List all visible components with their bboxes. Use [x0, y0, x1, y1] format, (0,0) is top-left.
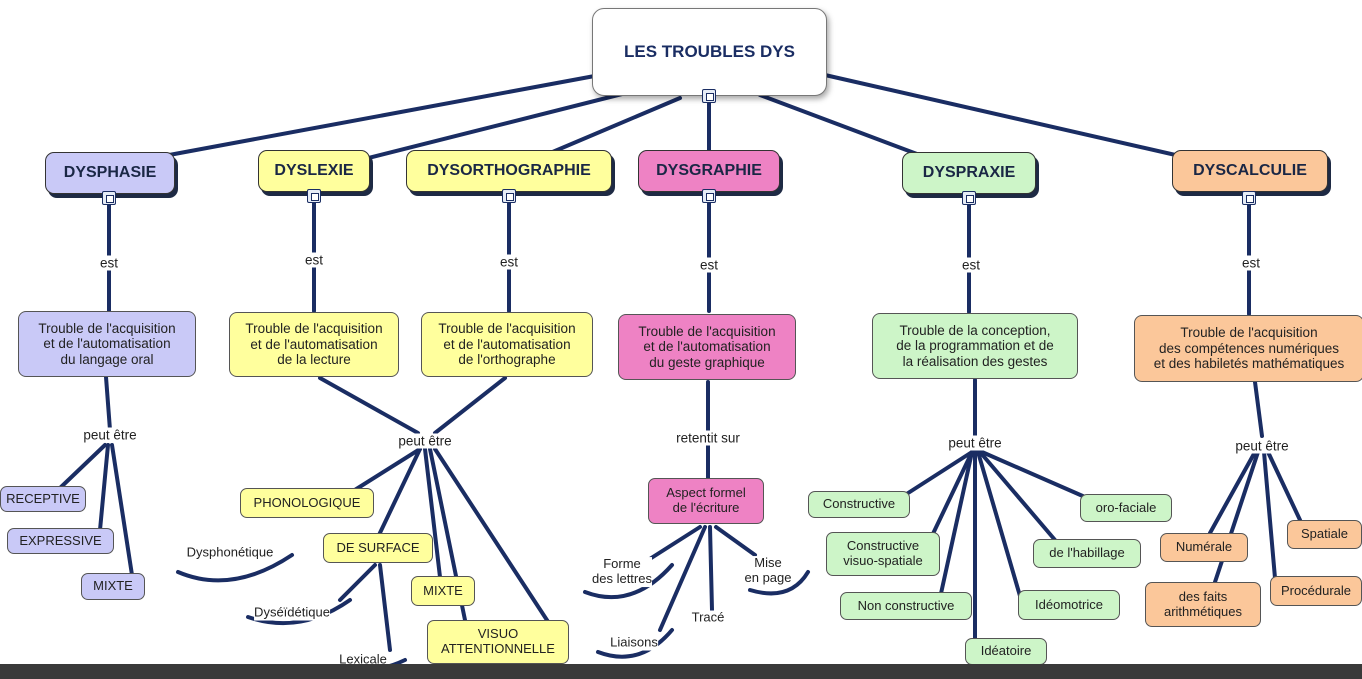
category-label: DYSPRAXIE	[922, 163, 1016, 181]
category-dysphasie[interactable]: DYSPHASIE	[45, 152, 175, 194]
type-mixte[interactable]: MIXTE	[411, 576, 475, 606]
category-label: DYSORTHOGRAPHIE	[427, 161, 591, 179]
link-label-est: est	[697, 257, 721, 273]
definition-text: Trouble de l'acquisition et de l'automat…	[38, 320, 176, 367]
link-label-peut-etre: peut être	[1233, 438, 1291, 454]
category-dyscalculie[interactable]: DYSCALCULIE	[1172, 150, 1328, 192]
type-expressive[interactable]: EXPRESSIVE	[7, 528, 114, 554]
type-numerale[interactable]: Numérale	[1160, 533, 1248, 562]
type-label: de l'habillage	[1049, 545, 1125, 561]
definition-text: Trouble de l'acquisition des compétences…	[1153, 325, 1345, 372]
type-faits-arithmetiques[interactable]: des faits arithmétiques	[1145, 582, 1261, 627]
note-icon[interactable]	[307, 189, 321, 203]
link-label-est: est	[497, 254, 521, 270]
aspect-liaisons[interactable]: Liaisons	[610, 634, 658, 651]
aspect-formel-ecriture[interactable]: Aspect formel de l'écriture	[648, 478, 764, 524]
type-constructive-visuo-spatiale[interactable]: Constructive visuo-spatiale	[826, 532, 940, 576]
type-label: Numérale	[1175, 539, 1233, 555]
note-icon[interactable]	[1242, 191, 1256, 205]
subtype-dysphonetique[interactable]: Dysphonétique	[186, 544, 274, 561]
category-dyspraxie[interactable]: DYSPRAXIE	[902, 152, 1036, 194]
type-spatiale[interactable]: Spatiale	[1287, 520, 1362, 549]
definition-text: Trouble de l'acquisition et de l'automat…	[638, 323, 776, 370]
category-label: DYSGRAPHIE	[656, 161, 762, 179]
type-label: Idéatoire	[980, 643, 1032, 659]
type-phonologique[interactable]: PHONOLOGIQUE	[240, 488, 374, 518]
type-label: des faits arithmétiques	[1163, 588, 1243, 619]
type-mixte[interactable]: MIXTE	[81, 573, 145, 600]
definition-dyspraxie[interactable]: Trouble de la conception, de la programm…	[872, 313, 1078, 379]
subtype-lexicale[interactable]: Lexicale	[339, 651, 387, 667]
type-label: MIXTE	[93, 578, 133, 594]
type-label: EXPRESSIVE	[19, 532, 102, 548]
category-label: DYSLEXIE	[274, 161, 354, 179]
note-icon[interactable]	[962, 191, 976, 205]
note-icon[interactable]	[702, 189, 716, 203]
type-label: MIXTE	[423, 582, 463, 598]
type-habillage[interactable]: de l'habillage	[1033, 539, 1141, 568]
category-dyslexie[interactable]: DYSLEXIE	[258, 150, 370, 192]
type-visuo-attentionnelle[interactable]: VISUO ATTENTIONNELLE	[427, 620, 569, 664]
type-label: PHONOLOGIQUE	[253, 494, 361, 510]
type-label: VISUO ATTENTIONNELLE	[441, 626, 555, 656]
type-label: Spatiale	[1301, 526, 1348, 542]
root-title: LES TROUBLES DYS	[624, 42, 795, 62]
type-ideomotrice[interactable]: Idéomotrice	[1018, 590, 1120, 620]
type-label: Non constructive	[857, 597, 955, 613]
link-label-peut-etre: peut être	[946, 435, 1004, 451]
definition-dysgraphie[interactable]: Trouble de l'acquisition et de l'automat…	[618, 314, 796, 380]
aspect-label: Aspect formel de l'écriture	[666, 485, 746, 515]
type-constructive[interactable]: Constructive	[808, 491, 910, 518]
definition-dysphasie[interactable]: Trouble de l'acquisition et de l'automat…	[18, 311, 196, 377]
type-receptive[interactable]: RECEPTIVE	[0, 486, 86, 512]
type-label: DE SURFACE	[336, 539, 420, 555]
link-label-retentit-sur: retentit sur	[674, 430, 742, 446]
link-label-peut-etre: peut être	[396, 433, 454, 449]
bottom-bar	[0, 664, 1362, 679]
link-label-peut-etre: peut être	[81, 427, 139, 443]
type-de-surface[interactable]: DE SURFACE	[323, 533, 433, 563]
category-dysorthographie[interactable]: DYSORTHOGRAPHIE	[406, 150, 612, 192]
type-ideatoire[interactable]: Idéatoire	[965, 638, 1047, 665]
note-icon[interactable]	[502, 189, 516, 203]
root-node[interactable]: LES TROUBLES DYS	[592, 8, 827, 96]
type-non-constructive[interactable]: Non constructive	[840, 592, 972, 620]
link-label-est: est	[302, 252, 326, 268]
type-label: Constructive visuo-spatiale	[843, 538, 923, 568]
type-label: Procédurale	[1280, 582, 1352, 598]
link-label-est: est	[1239, 255, 1263, 271]
type-oro-faciale[interactable]: oro-faciale	[1080, 494, 1172, 522]
type-label: RECEPTIVE	[6, 490, 80, 506]
type-procedurale[interactable]: Procédurale	[1270, 576, 1362, 606]
definition-text: Trouble de la conception, de la programm…	[896, 322, 1054, 369]
type-label: oro-faciale	[1095, 499, 1157, 515]
note-icon[interactable]	[702, 89, 716, 103]
aspect-forme-des-lettres[interactable]: Forme des lettres	[592, 556, 652, 587]
category-label: DYSPHASIE	[63, 163, 157, 181]
category-label: DYSCALCULIE	[1193, 161, 1307, 179]
definition-text: Trouble de l'acquisition et de l'automat…	[438, 321, 576, 368]
type-label: Constructive	[822, 496, 896, 512]
aspect-mise-en-page[interactable]: Mise en page	[744, 555, 792, 586]
definition-dysorthographie[interactable]: Trouble de l'acquisition et de l'automat…	[421, 312, 593, 377]
subtype-dyseidetique[interactable]: Dyséïdétique	[254, 604, 330, 621]
aspect-trace[interactable]: Tracé	[691, 609, 725, 626]
note-icon[interactable]	[102, 191, 116, 205]
type-label: Idéomotrice	[1035, 596, 1103, 612]
definition-dyscalculie[interactable]: Trouble de l'acquisition des compétences…	[1134, 315, 1362, 382]
definition-text: Trouble de l'acquisition et de l'automat…	[245, 321, 383, 368]
definition-dyslexie[interactable]: Trouble de l'acquisition et de l'automat…	[229, 312, 399, 377]
category-dysgraphie[interactable]: DYSGRAPHIE	[638, 150, 780, 192]
link-label-est: est	[959, 257, 983, 273]
link-label-est: est	[97, 255, 121, 271]
